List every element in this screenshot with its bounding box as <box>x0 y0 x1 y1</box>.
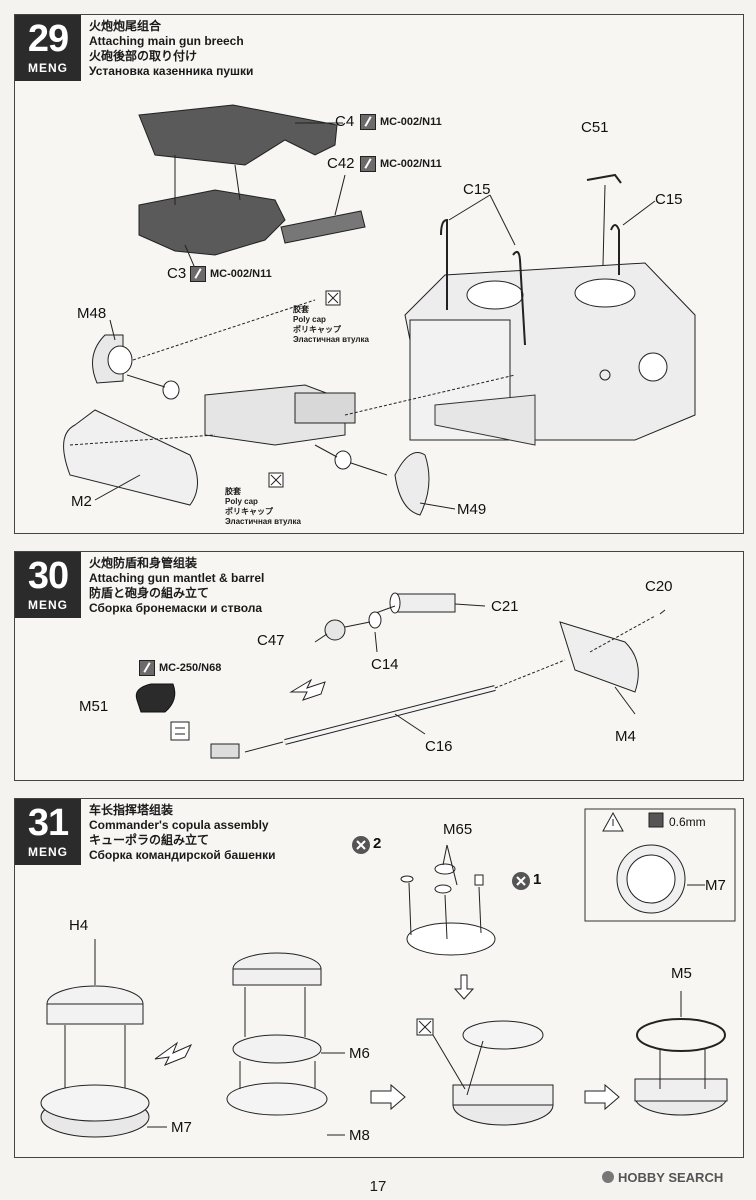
title-ru: Сборка бронемаски и ствола <box>89 601 263 615</box>
part-label-m49: M49 <box>457 501 487 518</box>
brand-logo: MENG <box>28 598 68 612</box>
brush-icon <box>360 114 376 130</box>
step-number: 30 <box>27 555 69 597</box>
part-label-c16: C16 <box>425 738 453 755</box>
step-badge: 30 MENG <box>15 552 81 618</box>
step-titles: 车长指挥塔组装 Commander's copula assembly キューポ… <box>89 803 276 863</box>
brand-logo: MENG <box>28 845 68 859</box>
step-30: 30 MENG 火炮防盾和身管组装 Attaching gun mantlet … <box>14 551 744 781</box>
drill-size: 0.6mm <box>669 815 706 829</box>
part-label-c15-right: C15 <box>655 191 683 208</box>
part-c3-shape <box>138 189 286 256</box>
polycap-callout-upper: 胶套 Poly cap ポリキャップ Эластичная втулка <box>293 305 369 344</box>
title-ru: Установка казенника пушки <box>89 64 254 78</box>
part-label-c14: C14 <box>371 656 399 673</box>
title-zh: 火炮炮尾组合 <box>89 19 162 33</box>
part-label-c47: C47 <box>257 632 285 649</box>
brush-icon <box>190 266 206 282</box>
brand-logo: MENG <box>28 61 68 75</box>
brush-icon <box>360 156 376 172</box>
part-label-m6: M6 <box>349 1045 370 1062</box>
title-ja: 防盾と砲身の組み立て <box>89 586 210 600</box>
paint-callout-m51: MC-250/N68 <box>139 660 221 676</box>
title-zh: 火炮防盾和身管组装 <box>89 556 198 570</box>
part-label-c15-left: C15 <box>463 181 491 198</box>
title-ja: キューポラの組み立て <box>89 833 210 847</box>
part-label-m65: M65 <box>443 821 473 838</box>
part-label-c20: C20 <box>645 578 673 595</box>
paint-callout-c3: MC-002/N11 <box>190 266 272 282</box>
part-label-m48: M48 <box>77 305 107 322</box>
drill-icon <box>648 812 664 828</box>
part-label-h4: H4 <box>69 917 89 934</box>
part-label-m4: M4 <box>615 728 636 745</box>
part-label-m51: M51 <box>79 698 109 715</box>
step-29: 29 MENG 火炮炮尾组合 Attaching main gun breech… <box>14 14 744 534</box>
step-titles: 火炮防盾和身管组装 Attaching gun mantlet & barrel… <box>89 556 264 616</box>
step-31: 31 MENG 车长指挥塔组装 Commander's copula assem… <box>14 798 744 1158</box>
part-label-m7: M7 <box>171 1119 192 1136</box>
part-c42-shape <box>280 210 366 244</box>
step-number: 29 <box>27 18 69 60</box>
title-ru: Сборка командирской башенки <box>89 848 276 862</box>
quantity-x2: 2 <box>373 835 382 852</box>
step-number: 31 <box>27 802 69 844</box>
page-number: 17 <box>369 1178 387 1195</box>
title-ja: 火砲後部の取り付け <box>89 49 198 63</box>
part-label-c21: C21 <box>491 598 519 615</box>
paint-callout-c4: MC-002/N11 <box>360 114 442 130</box>
part-label-m2: M2 <box>71 493 92 510</box>
part-label-m8: M8 <box>349 1127 370 1144</box>
step-badge: 29 MENG <box>15 15 81 81</box>
step-titles: 火炮炮尾组合 Attaching main gun breech 火砲後部の取り… <box>89 19 253 79</box>
hobby-search-logo-icon <box>602 1171 614 1183</box>
cupola-assembly-drawing <box>40 808 736 1138</box>
title-en: Attaching main gun breech <box>89 34 244 48</box>
breech-assembly-drawing <box>63 104 696 516</box>
part-label-c51: C51 <box>581 119 609 136</box>
part-label-c4: C4 <box>335 113 355 130</box>
polycap-callout-lower: 胶套 Poly cap ポリキャップ Эластичная втулка <box>225 487 301 526</box>
title-en: Attaching gun mantlet & barrel <box>89 571 265 585</box>
brush-icon <box>139 660 155 676</box>
paint-callout-c42: MC-002/N11 <box>360 156 442 172</box>
watermark: HOBBY SEARCH <box>602 1170 723 1185</box>
title-zh: 车长指挥塔组装 <box>89 803 174 817</box>
part-label-c3: C3 <box>167 265 187 282</box>
quantity-x1: 1 <box>533 871 542 888</box>
mantlet-barrel-drawing <box>135 592 666 759</box>
part-label-c42: C42 <box>327 155 355 172</box>
part-label-m7-inset: M7 <box>705 877 726 894</box>
part-label-m5: M5 <box>671 965 692 982</box>
title-en: Commander's copula assembly <box>89 818 269 832</box>
part-c4-shape <box>138 104 338 166</box>
step-badge: 31 MENG <box>15 799 81 865</box>
